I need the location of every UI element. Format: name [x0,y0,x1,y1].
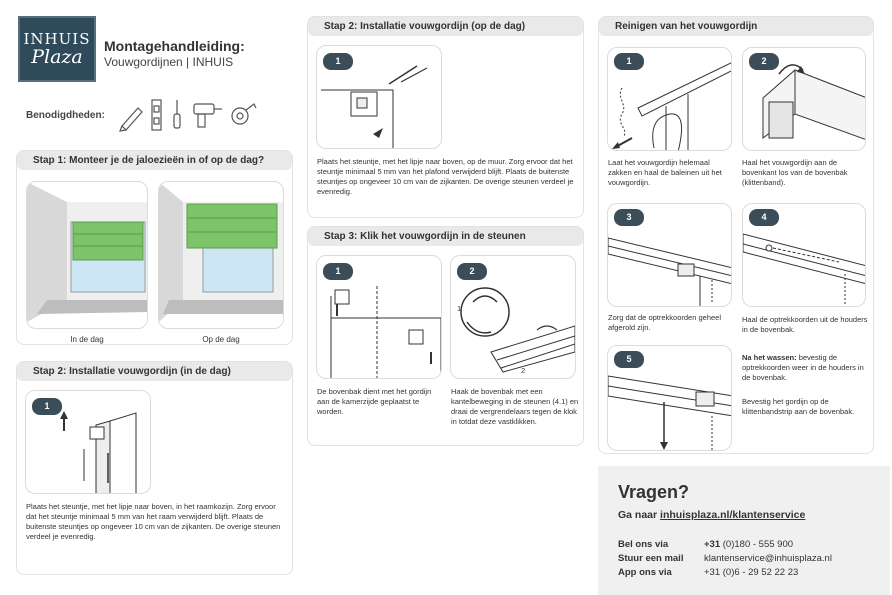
step2-in-badge: 1 [32,398,62,415]
step3-title: Stap 3: Klik het vouwgordijn in de steun… [308,227,583,246]
screwdriver-icon [173,100,181,129]
cleaning-text-5: Na het wassen: bevestig de optrekkoorden… [742,353,868,383]
cleaning-text-5-body: bevestig de optrekkoorden weer in de hou… [742,353,864,382]
step1-card: Stap 1: Monteer je de jaloezieën in of o… [16,150,293,345]
contact-goto: Ga naar inhuisplaza.nl/klantenservice [618,509,805,521]
step3-text-1: De bovenbak dient met het gordijn aan de… [317,387,432,416]
contact-app-label: App ons via [618,567,672,578]
contact-mail-label: Stuur een mail [618,553,684,564]
needs-label: Benodigdheden: [26,110,105,121]
contact-goto-prefix: Ga naar [618,509,661,521]
op-de-dag-figure [158,181,284,329]
step1-title: Stap 1: Monteer je de jaloezieën in of o… [17,151,292,170]
cleaning-text-3: Zorg dat de optrekkoorden geheel afgerol… [608,313,721,332]
step2-on-figure: 1 [316,45,442,149]
contact-mail-value[interactable]: klantenservice@inhuisplaza.nl [704,553,832,564]
step2-in-text: Plaats het steuntje, met het lipje naar … [26,502,281,541]
contact-title: Vragen? [618,482,690,502]
cleaning-text-4: Haal de optrekkoorden uit de houders in … [742,315,868,334]
drill-icon [193,103,222,128]
cleaning-figure-4: 4 [742,203,866,307]
step3-figure-1: 1 [316,255,442,379]
cleaning-text-5-extra: Bevestig het gordijn op de klittenbandst… [742,397,855,416]
cleaning-text-1: Laat het vouwgordijn helemaal zakken en … [608,158,722,187]
level-icon [151,99,162,131]
tools-icons [119,99,257,132]
step2-in-figure: 1 [25,390,151,494]
cleaning-badge-3: 3 [614,209,644,226]
contact-box: Vragen? Ga naar inhuisplaza.nl/klantense… [598,466,890,595]
tape-measure-icon [231,103,257,125]
in-de-dag-figure [26,181,148,329]
contact-row-app: App ons via +31 (0)6 - 29 52 22 23 [618,567,798,578]
step2-on-text: Plaats het steuntje, met het lipje naar … [317,157,574,196]
cleaning-text-5-bold: Na het wassen: [742,353,797,362]
step2-on-title: Stap 2: Installatie vouwgordijn (op de d… [308,17,583,36]
cleaning-figure-3: 3 [607,203,732,307]
cleaning-badge-1: 1 [614,53,644,70]
contact-phone-value[interactable]: (0)180 - 555 900 [720,539,794,550]
cleaning-figure-5: 5 [607,345,732,451]
logo-line2: Plaza [31,46,83,68]
page-title: Montagehandleiding: [104,38,245,54]
step2-in-title: Stap 2: Installatie vouwgordijn (in de d… [17,362,292,381]
step3-text-2: Haak de bovenbak met een kantelbeweging … [451,387,579,426]
step3-figure-2: 2 1 2 [450,255,576,379]
page-subtitle: Vouwgordijnen | INHUIS [104,55,234,69]
cleaning-figure-2: 2 [742,47,866,151]
caption-op-de-dag: Op de dag [202,335,240,344]
step3-fig-label-1: 1 [457,304,462,313]
cleaning-title: Reinigen van het vouwgordijn [599,17,873,36]
contact-goto-link[interactable]: inhuisplaza.nl/klantenservice [660,509,806,521]
pencil-icon [119,107,143,132]
cleaning-text-2: Haal het vouwgordijn aan de bovenkant lo… [742,158,848,187]
contact-phone-label: Bel ons via [618,539,669,550]
step2-in-card: Stap 2: Installatie vouwgordijn (in de d… [16,361,293,575]
step3-fig-label-2: 2 [521,366,526,375]
cleaning-badge-4: 4 [749,209,779,226]
step2-on-badge: 1 [323,53,353,70]
step3-card: Stap 3: Klik het vouwgordijn in de steun… [307,226,584,446]
caption-in-de-dag: In de dag [70,335,104,344]
contact-app-value[interactable]: +31 (0)6 - 29 52 22 23 [704,567,799,578]
logo-line1: INHUIS [23,30,91,48]
cleaning-card: Reinigen van het vouwgordijn 1 2 Laat he… [598,16,874,454]
step2-on-card: Stap 2: Installatie vouwgordijn (op de d… [307,16,584,218]
contact-row-phone: Bel ons via +31 (0)180 - 555 900 [618,539,793,550]
cleaning-badge-2: 2 [749,53,779,70]
contact-row-mail: Stuur een mail klantenservice@inhuisplaza… [618,553,832,564]
step3-badge-1: 1 [323,263,353,280]
step3-badge-2: 2 [457,263,487,280]
cleaning-badge-5: 5 [614,351,644,368]
cleaning-figure-1: 1 [607,47,732,151]
brand-logo: INHUIS Plaza [18,16,96,82]
contact-phone-prefix: +31 [704,539,721,550]
